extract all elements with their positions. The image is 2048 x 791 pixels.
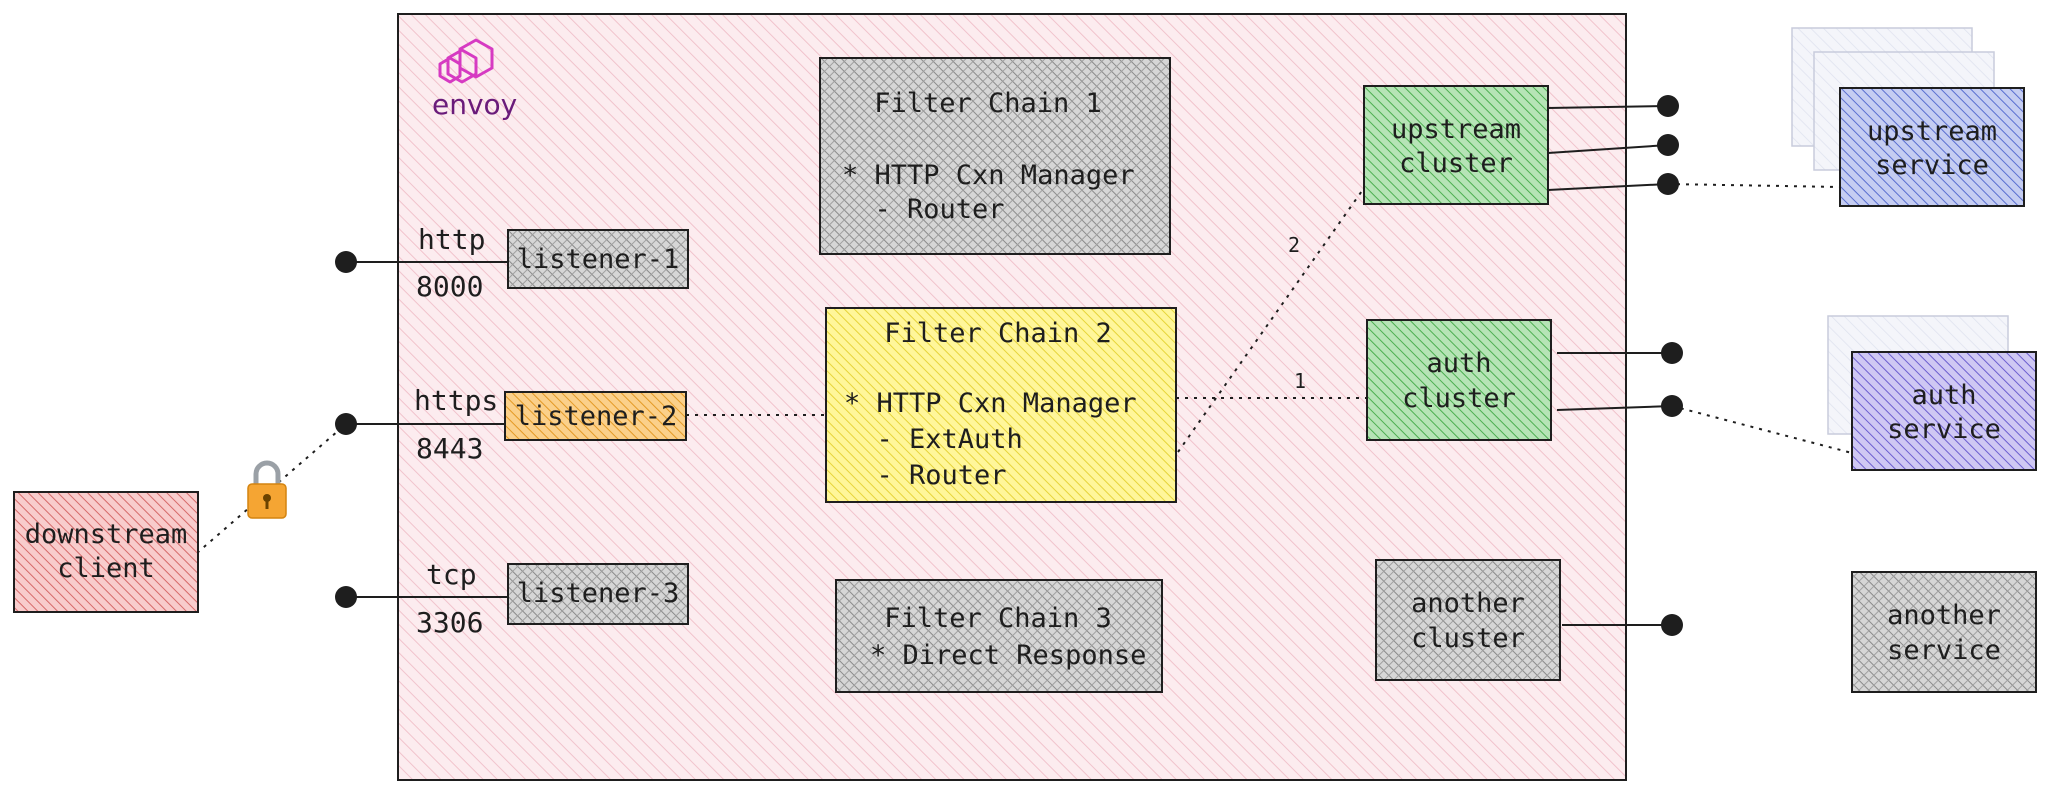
- downstream-client[interactable]: downstream client: [13, 491, 199, 613]
- filter-chain-2-line-1: * HTTP Cxn Manager: [844, 388, 1137, 419]
- another-cluster-label-2: cluster: [1411, 623, 1525, 654]
- listener-1-label: listener-1: [517, 244, 680, 275]
- connections: [196, 105, 1853, 626]
- upstream-cluster-label-2: cluster: [1399, 148, 1513, 179]
- auth-service-label-1: auth: [1911, 380, 1976, 411]
- filter-chain-3[interactable]: Filter Chain 3 * Direct Response: [835, 579, 1163, 693]
- filter-chain-3-line-1: * Direct Response: [870, 640, 1146, 671]
- auth-cluster[interactable]: auth cluster: [1366, 319, 1552, 441]
- another-cluster-label-1: another: [1411, 588, 1525, 619]
- filter-chain-2-title: Filter Chain 2: [884, 318, 1112, 349]
- downstream-client-label-2: client: [57, 553, 155, 584]
- upstream-endpoint-dot-3: [1657, 173, 1679, 195]
- filter-chain-1-title: Filter Chain 1: [874, 88, 1102, 119]
- listener-1[interactable]: listener-1: [507, 229, 689, 289]
- filter-chain-2-line-2: - ExtAuth: [844, 424, 1023, 455]
- auth-cluster-label-1: auth: [1426, 348, 1491, 379]
- listener-3-protocol: tcp: [426, 558, 477, 591]
- upstream-endpoint-dot-2: [1657, 134, 1679, 156]
- another-service-label-1: another: [1887, 600, 2001, 631]
- port-labels: http 8000 https 8443 tcp 3306: [414, 223, 498, 639]
- route-label-first: 1: [1294, 369, 1306, 393]
- listener-3-port: 3306: [416, 606, 483, 639]
- another-cluster[interactable]: another cluster: [1375, 559, 1561, 681]
- auth-service-label-2: service: [1887, 414, 2001, 445]
- upstream-endpoint-dot-1: [1657, 95, 1679, 117]
- envoy-logo-text: envoy: [432, 88, 517, 121]
- auth-service[interactable]: auth service: [1851, 351, 2037, 471]
- lock-icon: [247, 460, 287, 519]
- port-dot-tcp: [335, 586, 357, 608]
- upstream-cluster-label-1: upstream: [1391, 114, 1521, 145]
- auth-endpoint-dot-1: [1661, 342, 1683, 364]
- upstream-service-label-1: upstream: [1867, 116, 1997, 147]
- filter-chain-2[interactable]: Filter Chain 2 * HTTP Cxn Manager - ExtA…: [825, 307, 1177, 503]
- another-service-label-2: service: [1887, 635, 2001, 666]
- listener-2[interactable]: listener-2: [504, 391, 687, 441]
- upstream-cluster[interactable]: upstream cluster: [1363, 85, 1549, 205]
- another-service[interactable]: another service: [1851, 571, 2037, 693]
- listener-3[interactable]: listener-3: [507, 563, 689, 625]
- upstream-service-label-2: service: [1875, 150, 1989, 181]
- filter-chain-3-title: Filter Chain 3: [884, 603, 1112, 634]
- listener-1-port: 8000: [416, 270, 483, 303]
- listener-3-label: listener-3: [517, 578, 680, 609]
- port-dot-http: [335, 251, 357, 273]
- auth-endpoint-dot-2: [1661, 395, 1683, 417]
- envoy-logo-icon: [438, 38, 494, 84]
- auth-cluster-label-2: cluster: [1402, 383, 1516, 414]
- listener-2-protocol: https: [414, 384, 498, 417]
- endpoint-dots: [335, 95, 1683, 636]
- another-endpoint-dot: [1661, 614, 1683, 636]
- downstream-client-label-1: downstream: [25, 519, 188, 550]
- upstream-service[interactable]: upstream service: [1839, 87, 2025, 207]
- filter-chain-2-line-3: - Router: [844, 460, 1007, 491]
- filter-chain-1-line-1: * HTTP Cxn Manager: [842, 160, 1135, 191]
- filter-chain-1[interactable]: Filter Chain 1 * HTTP Cxn Manager - Rout…: [819, 57, 1171, 255]
- route-label-second: 2: [1288, 233, 1300, 257]
- port-dot-https: [335, 413, 357, 435]
- listener-2-label: listener-2: [515, 401, 678, 432]
- listener-2-port: 8443: [416, 432, 483, 465]
- envoy-logo: envoy: [432, 38, 517, 121]
- listener-1-protocol: http: [418, 223, 485, 256]
- filter-chain-1-line-2: - Router: [842, 194, 1005, 225]
